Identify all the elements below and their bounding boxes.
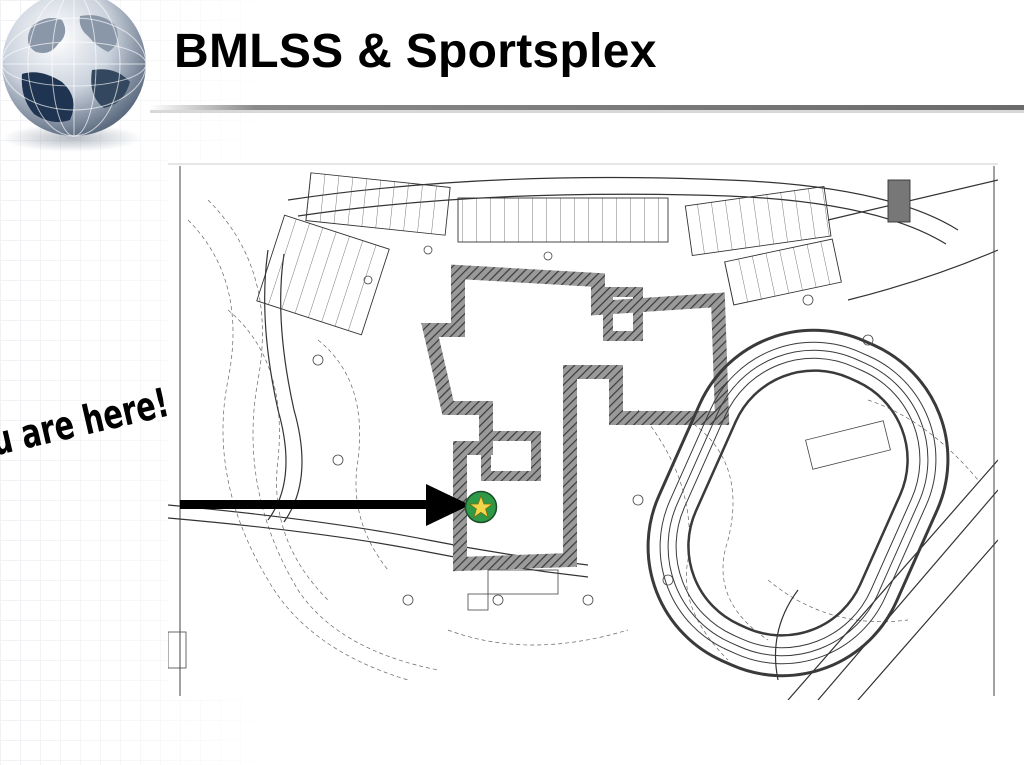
building-courtyard bbox=[481, 431, 541, 481]
arrow-right-icon bbox=[180, 484, 470, 526]
parking-lots bbox=[256, 172, 911, 336]
school-building bbox=[421, 264, 730, 572]
site-plan-map bbox=[168, 160, 998, 700]
globe-icon bbox=[1, 0, 147, 152]
building-wing bbox=[603, 287, 643, 341]
title-divider bbox=[150, 105, 1024, 113]
star-marker-icon bbox=[464, 490, 498, 524]
running-track bbox=[646, 328, 950, 678]
page-title: BMLSS & Sportsplex bbox=[174, 25, 657, 78]
site-details bbox=[168, 245, 891, 669]
contour-lines bbox=[187, 199, 979, 681]
